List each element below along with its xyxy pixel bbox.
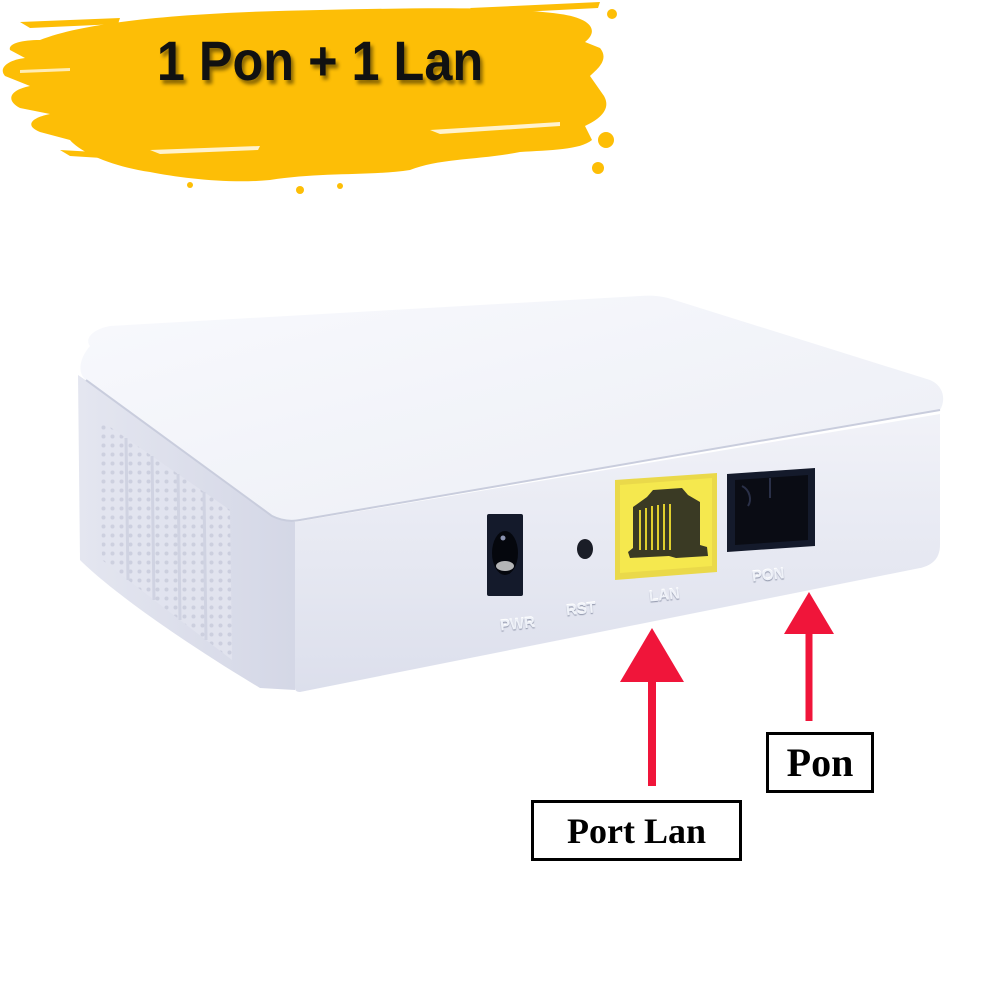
power-jack [487,514,523,596]
title-banner: 1 Pon + 1 Lan [0,0,620,200]
reset-hole [577,539,593,559]
pon-port [727,468,815,552]
lan-port [615,473,717,580]
banner-title: 1 Pon + 1 Lan [156,29,484,92]
port-label-lan: LAN [648,585,681,606]
arrow-to-pon [784,592,834,721]
port-label-rst: RST [565,599,597,620]
port-label-pon: PON [751,565,786,586]
arrow-to-lan [620,628,684,786]
callout-port-lan: Port Lan [531,800,742,861]
callout-pon: Pon [766,732,874,793]
device-top-lid [80,295,944,521]
port-label-pwr: PWR [499,614,536,635]
vent-grid [100,420,232,660]
brush-stroke-background [2,2,617,194]
